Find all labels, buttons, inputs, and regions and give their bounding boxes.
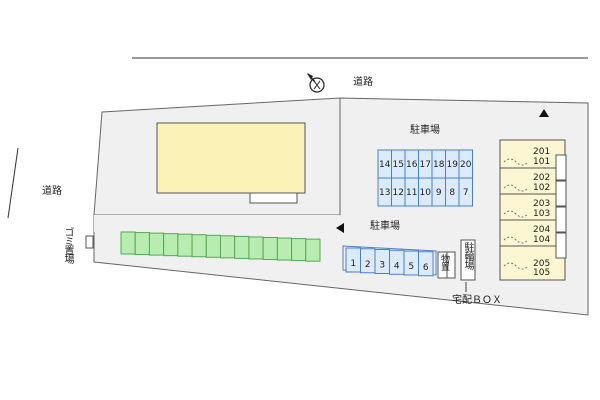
storage-label: 物置 xyxy=(439,254,449,270)
road-edge-left xyxy=(7,147,19,219)
room-2: 202 102 xyxy=(533,173,550,193)
parking-stall-number: 8 xyxy=(449,188,455,198)
north-compass-icon xyxy=(307,73,325,93)
room-label-101: 101 xyxy=(533,157,550,167)
room-label-105: 105 xyxy=(533,268,550,278)
room-label-205: 205 xyxy=(533,259,550,269)
room-1: 201 101 xyxy=(533,147,550,167)
apartment-building xyxy=(499,139,567,281)
parking-stall-number: 12 xyxy=(393,188,404,198)
green-slot xyxy=(205,234,222,258)
green-slot xyxy=(220,235,236,259)
room-label-103: 103 xyxy=(533,209,550,219)
parking-stall-number: 17 xyxy=(420,160,431,170)
main-building-entrance xyxy=(249,192,298,204)
parking-stall-number: 7 xyxy=(463,188,469,198)
parking-stall-number: 6 xyxy=(423,263,429,273)
parking-stall-number: 20 xyxy=(460,160,472,170)
parking-stall-number: 3 xyxy=(379,261,385,271)
green-slot xyxy=(262,237,278,260)
delivery-box-label: 宅配ＢＯＸ xyxy=(452,295,502,306)
green-strip xyxy=(120,231,321,262)
room-5: 205 105 xyxy=(533,259,550,278)
parking-label-lower: 駐車場 xyxy=(370,221,400,232)
green-slot xyxy=(191,234,207,258)
parking-label-upper: 駐車場 xyxy=(410,125,440,136)
parking-stall-number: 10 xyxy=(420,188,432,198)
parking-stall-6 xyxy=(418,251,434,277)
green-slot xyxy=(291,238,307,262)
bicycle-label: 駐輪場 xyxy=(462,242,473,269)
lot-fill-joint xyxy=(94,215,340,232)
parking-stall-number: 14 xyxy=(379,160,391,170)
room-3: 203 103 xyxy=(533,199,550,219)
parking-stall-number: 15 xyxy=(393,160,404,170)
parking-stall-number: 18 xyxy=(433,160,445,170)
parking-stall-number: 2 xyxy=(365,260,371,270)
green-slot xyxy=(163,233,179,257)
green-slot xyxy=(177,233,193,257)
green-slot xyxy=(248,236,264,260)
parking-stall-number: 5 xyxy=(408,262,414,272)
green-slot xyxy=(134,232,150,256)
entrance-arrow-icon-2 xyxy=(336,223,344,233)
green-slot xyxy=(276,237,293,261)
room-label-204: 204 xyxy=(533,225,550,235)
garbage-box xyxy=(85,235,94,249)
room-label-102: 102 xyxy=(533,183,550,193)
green-slot xyxy=(120,231,136,255)
parking-stall-number: 9 xyxy=(436,188,442,198)
parking-stall-number: 4 xyxy=(394,261,400,271)
storage-shed-2 xyxy=(446,251,456,279)
bicycle-parking xyxy=(460,239,476,281)
room-label-104: 104 xyxy=(533,235,550,245)
garbage-label: ゴミ置場 xyxy=(62,227,73,263)
room-label-201: 201 xyxy=(533,147,550,157)
parking-stall-number: 11 xyxy=(406,188,417,198)
road-label-top: 道路 xyxy=(353,77,373,88)
green-slot xyxy=(148,232,165,256)
room-label-203: 203 xyxy=(533,199,550,209)
road-label-left: 道路 xyxy=(42,186,62,197)
room-label-202: 202 xyxy=(533,173,550,183)
parking-stall-number: 16 xyxy=(406,160,418,170)
entrance-arrow-icon xyxy=(539,109,549,117)
green-slot xyxy=(234,235,250,259)
main-building xyxy=(156,122,306,194)
parking-stall-7 xyxy=(458,177,473,207)
parking-stall-number: 13 xyxy=(379,188,390,198)
parking-stall-number: 1 xyxy=(350,259,356,269)
room-4: 204 104 xyxy=(533,225,550,245)
green-slot xyxy=(305,238,321,262)
parking-stall-number: 19 xyxy=(447,160,459,170)
